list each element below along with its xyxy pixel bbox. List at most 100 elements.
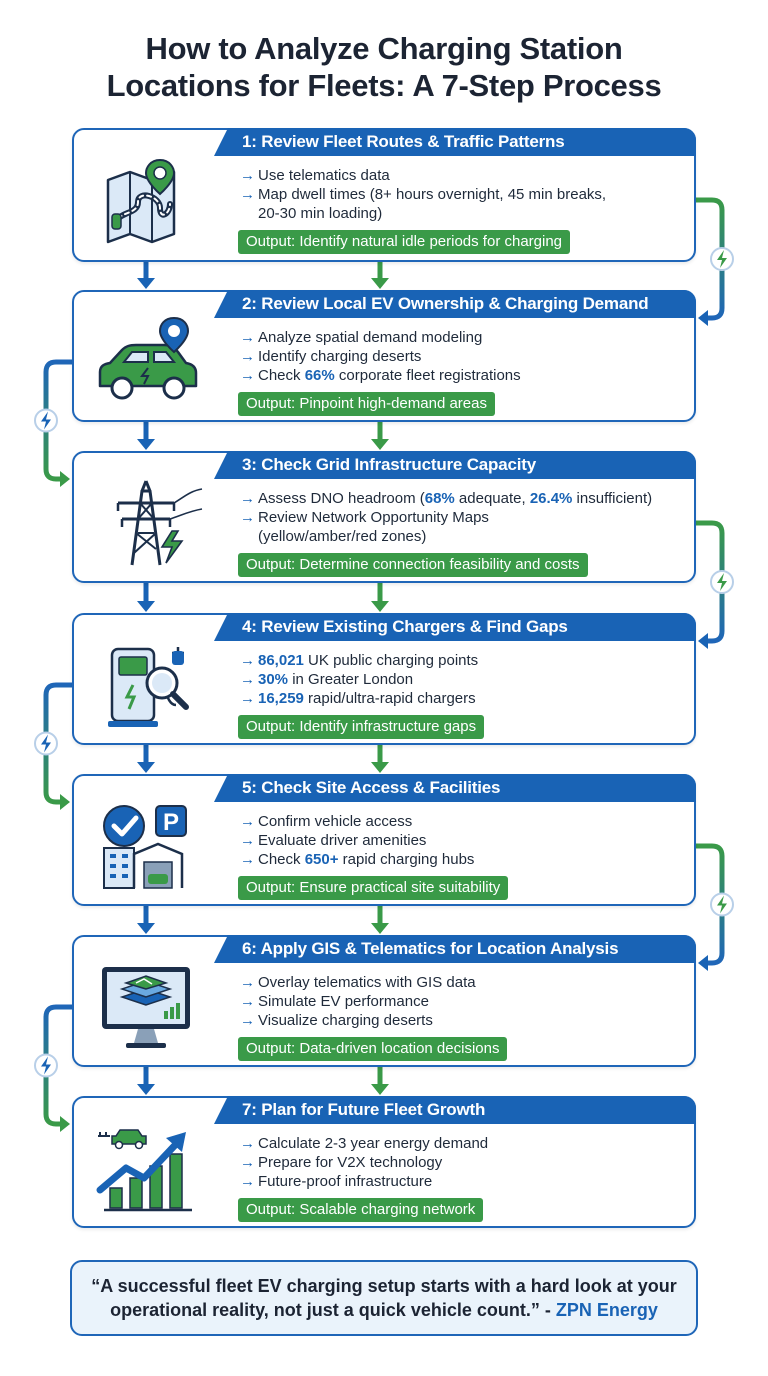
bullet-text: insufficient) <box>572 490 653 507</box>
bullet-item: Overlay telematics with GIS data <box>240 973 476 992</box>
down-arrow-head <box>137 923 155 934</box>
bolt-icon <box>41 1056 51 1075</box>
bullet-text: rapid charging hubs <box>338 851 475 868</box>
quote-line-2: operational reality, not just a quick ve… <box>72 1298 696 1322</box>
gis-monitor-icon <box>86 957 206 1057</box>
step-2-output: Output: Pinpoint high-demand areas <box>238 392 495 416</box>
quote-box: “A successful fleet EV charging setup st… <box>70 1260 698 1336</box>
down-arrow-head <box>137 762 155 773</box>
bullet-text: adequate, <box>454 490 530 507</box>
bolt-badge <box>710 247 734 271</box>
electric-car-icon <box>86 312 206 412</box>
side-flow-arrow <box>693 520 725 644</box>
bullet-item: Review Network Opportunity Maps <box>240 508 652 527</box>
step-3-bullets: Assess DNO headroom (68% adequate, 26.4%… <box>240 489 652 546</box>
step-4-output: Output: Identify infrastructure gaps <box>238 715 485 739</box>
bullet-item: 30% in Greater London <box>240 670 478 689</box>
step-5-card: 5: Check Site Access & Facilities P Conf… <box>72 774 696 906</box>
bolt-icon <box>41 734 51 753</box>
growth-chart-icon <box>86 1118 206 1218</box>
quote-source: ZPN Energy <box>555 1300 658 1320</box>
down-arrow-head <box>371 278 389 289</box>
bolt-badge <box>710 570 734 594</box>
down-arrow-head <box>371 923 389 934</box>
step-4-heading: 4: Review Existing Chargers & Find Gaps <box>214 613 696 641</box>
bullet-text: Simulate EV performance <box>258 993 429 1010</box>
down-arrow-head <box>371 1084 389 1095</box>
step-4-bullets: 86,021 UK public charging points30% in G… <box>240 651 478 708</box>
page-title-line-1: How to Analyze Charging Station <box>145 31 623 66</box>
bullet-highlight: 16,259 <box>258 690 304 707</box>
bullet-item: Confirm vehicle access <box>240 812 474 831</box>
side-flow-arrow-head <box>60 1116 70 1132</box>
side-flow-arrow-head <box>60 794 70 810</box>
svg-text:P: P <box>163 809 179 836</box>
bullet-item: Evaluate driver amenities <box>240 831 474 850</box>
bullet-item: Use telematics data <box>240 166 606 185</box>
bullet-text: Future-proof infrastructure <box>258 1173 433 1190</box>
bullet-item: Future-proof infrastructure <box>240 1172 488 1191</box>
bullet-item: Map dwell times (8+ hours overnight, 45 … <box>240 185 606 204</box>
quote-line-2-text: operational reality, not just a quick ve… <box>110 1300 556 1320</box>
step-3-card: 3: Check Grid Infrastructure Capacity As… <box>72 451 696 583</box>
bullet-text: Evaluate driver amenities <box>258 832 427 849</box>
bolt-badge <box>710 892 734 917</box>
bullet-highlight: 650+ <box>304 851 339 868</box>
bullet-text: Check <box>258 851 305 868</box>
bullet-text: Identify charging deserts <box>258 348 422 365</box>
step-1-heading: 1: Review Fleet Routes & Traffic Pattern… <box>214 128 696 156</box>
bullet-text: Overlay telematics with GIS data <box>258 974 476 991</box>
step-6-card: 6: Apply GIS & Telematics for Location A… <box>72 935 696 1067</box>
bullet-text: UK public charging points <box>303 652 479 669</box>
bullet-highlight: 26.4% <box>529 490 573 507</box>
bullet-item: Visualize charging deserts <box>240 1011 476 1030</box>
charger-search-icon <box>86 635 206 735</box>
bullet-text: Calculate 2-3 year energy demand <box>258 1135 489 1152</box>
down-arrow-head <box>371 762 389 773</box>
bullet-text: Review Network Opportunity Maps <box>258 509 489 526</box>
side-flow-arrow <box>693 197 725 321</box>
step-1-card: 1: Review Fleet Routes & Traffic Pattern… <box>72 128 696 262</box>
down-arrow-head <box>137 439 155 450</box>
side-flow-arrow-head <box>698 955 708 971</box>
step-2-bullets: Analyze spatial demand modelingIdentify … <box>240 328 521 385</box>
step-4-card: 4: Review Existing Chargers & Find Gaps … <box>72 613 696 745</box>
bolt-icon <box>717 573 727 591</box>
down-arrow-head <box>137 278 155 289</box>
step-7-bullets: Calculate 2-3 year energy demandPrepare … <box>240 1134 488 1191</box>
bullet-text: corporate fleet registrations <box>334 367 521 384</box>
step-7-heading: 7: Plan for Future Fleet Growth <box>214 1096 696 1124</box>
bullet-text: rapid/ultra-rapid chargers <box>303 690 476 707</box>
bullet-item: Identify charging deserts <box>240 347 521 366</box>
step-3-heading: 3: Check Grid Infrastructure Capacity <box>214 451 696 479</box>
bolt-badge <box>34 1053 58 1078</box>
step-6-output: Output: Data-driven location decisions <box>238 1037 508 1061</box>
side-flow-arrow-head <box>698 633 708 649</box>
bullet-item: Simulate EV performance <box>240 992 476 1011</box>
step-5-heading: 5: Check Site Access & Facilities <box>214 774 696 802</box>
bullet-text: (yellow/amber/red zones) <box>258 528 427 545</box>
bullet-text: Confirm vehicle access <box>258 813 413 830</box>
bolt-badge <box>34 731 58 756</box>
step-6-bullets: Overlay telematics with GIS dataSimulate… <box>240 973 476 1030</box>
step-3-output: Output: Determine connection feasibility… <box>238 553 588 577</box>
step-7-output: Output: Scalable charging network <box>238 1198 484 1222</box>
step-5-bullets: Confirm vehicle accessEvaluate driver am… <box>240 812 474 869</box>
bolt-badge <box>34 408 58 433</box>
step-5-output: Output: Ensure practical site suitabilit… <box>238 876 509 900</box>
bullet-text: Analyze spatial demand modeling <box>258 329 483 346</box>
bullet-text: Visualize charging deserts <box>258 1012 433 1029</box>
side-flow-arrow-head <box>698 310 708 326</box>
side-flow-arrow <box>43 359 75 482</box>
bullet-text: Assess DNO headroom ( <box>258 490 425 507</box>
parking-building-icon: P <box>86 796 206 896</box>
down-arrow-head <box>371 439 389 450</box>
step-2-card: 2: Review Local EV Ownership & Charging … <box>72 290 696 422</box>
bullet-text: in Greater London <box>288 671 414 688</box>
bullet-item: 16,259 rapid/ultra-rapid chargers <box>240 689 478 708</box>
bullet-item: Analyze spatial demand modeling <box>240 328 521 347</box>
down-arrow-head <box>371 601 389 612</box>
bullet-text: 20-30 min loading) <box>258 205 383 222</box>
bullet-item: Check 66% corporate fleet registrations <box>240 366 521 385</box>
bullet-text: Check <box>258 367 305 384</box>
